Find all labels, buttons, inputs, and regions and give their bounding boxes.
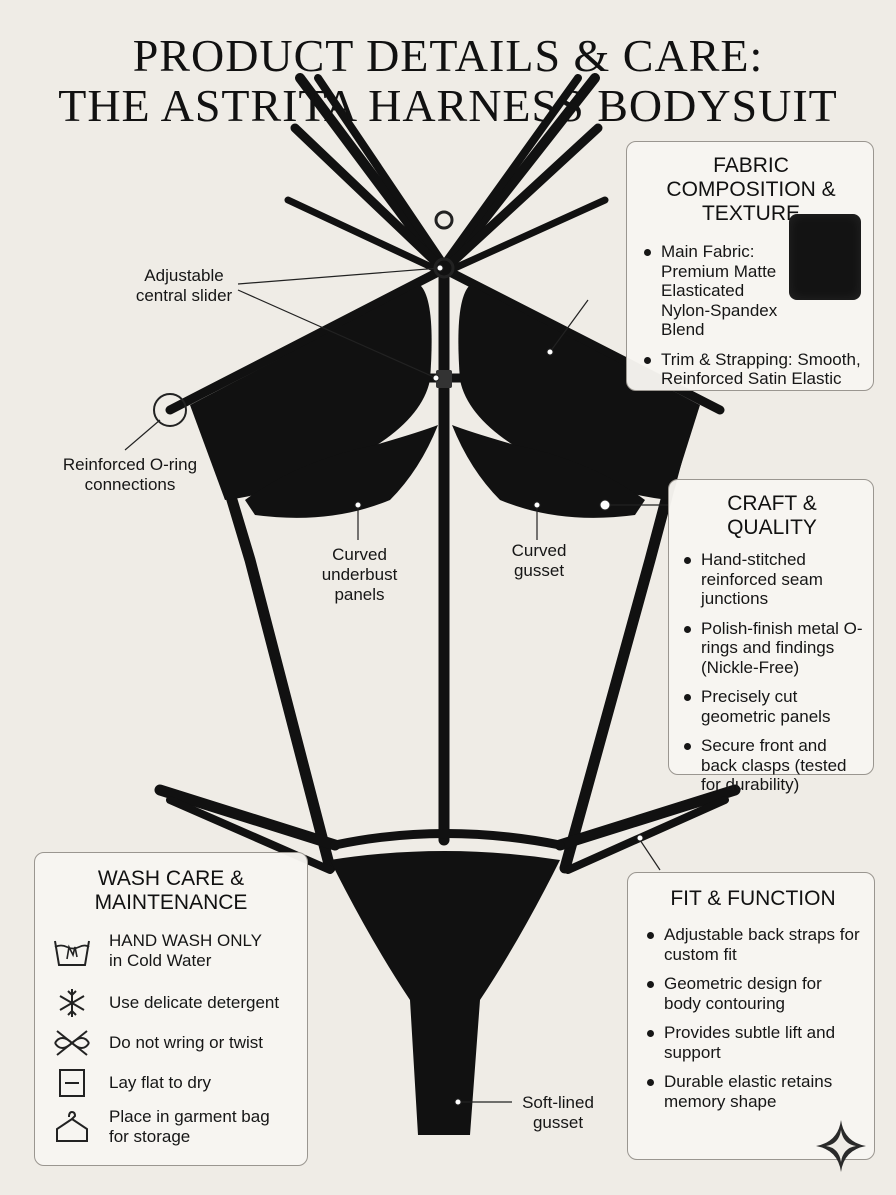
cross-strap-right-b (442, 196, 609, 276)
sparkle-icon (816, 1120, 866, 1172)
wash-item: Lay flat to dry (51, 1065, 211, 1101)
cross-strap-left-b (284, 196, 446, 276)
wash-item: Place in garment bag for storage (51, 1107, 279, 1147)
hand-wash-icon (54, 940, 90, 966)
wash-item-text: Do not wring or twist (109, 1033, 263, 1052)
craft-item: Precisely cut geometric panels (681, 687, 863, 726)
waist-band (330, 829, 565, 850)
fit-item: Geometric design for body contouring (644, 974, 862, 1013)
hip-strap-right (554, 784, 741, 851)
hip-strap-right-lower (564, 796, 729, 874)
craft-item: Polish-finish metal O-rings and findings… (681, 619, 863, 678)
wash-item: Do not wring or twist (51, 1025, 263, 1061)
craft-heading: CRAFT & QUALITY (727, 492, 817, 539)
neck-strap-right-outer (441, 73, 600, 273)
page-title-line-1: PRODUCT DETAILS & CARE: (132, 30, 764, 81)
wash-heading: WASH CARE & MAINTENANCE (94, 867, 248, 914)
wash-item-text: Lay flat to dry (109, 1073, 212, 1092)
garment-bag-icon (56, 1110, 88, 1142)
callout-oring: Reinforced O-ring connections (62, 455, 198, 494)
craft-item: Secure front and back clasps (tested for… (681, 736, 863, 795)
wash-panel: WASH CARE & MAINTENANCE HAND WASH ONLY i… (34, 852, 308, 1166)
callout-slider: Adjustable central slider (135, 266, 233, 305)
do-not-wring-icon (54, 1030, 90, 1056)
fabric-panel: FABRIC COMPOSITION & TEXTURE Main Fabric… (626, 141, 874, 391)
fit-panel: FIT & FUNCTION Adjustable back straps fo… (627, 872, 875, 1160)
page-title-line-2: THE ASTRITA HARNESS BODYSUIT (58, 80, 838, 131)
wash-item-text: HAND WASH ONLY in Cold Water (109, 931, 262, 970)
fit-item: Adjustable back straps for custom fit (644, 925, 862, 964)
wash-item: Use delicate detergent (51, 985, 279, 1021)
fabric-swatch (789, 214, 861, 300)
craft-panel: CRAFT & QUALITY Hand-stitched reinforced… (668, 479, 874, 794)
fabric-heading: FABRIC COMPOSITION & TEXTURE (666, 154, 836, 225)
underbust-panel-left (245, 425, 438, 518)
craft-item: Hand-stitched reinforced seam junctions (681, 550, 863, 609)
snowflake-icon (59, 989, 85, 1017)
fit-item: Provides subtle lift and support (644, 1023, 862, 1062)
neck-strap-right-inner (442, 74, 582, 266)
fit-item: Durable elastic retains memory shape (644, 1072, 862, 1111)
hip-strap-left (154, 784, 341, 851)
brief (330, 851, 560, 1135)
fabric-item: Trim & Strapping: Smooth, Reinforced Sat… (641, 350, 861, 389)
lay-flat-icon (59, 1069, 85, 1097)
underbust-panel-right (452, 425, 645, 518)
wash-item-text: Place in garment bag for storage (109, 1107, 270, 1146)
callout-gusset-curved: Curved gusset (511, 541, 567, 580)
wash-item-text: Use delicate detergent (109, 993, 280, 1012)
fit-heading: FIT & FUNCTION (670, 887, 836, 910)
center-clasp (436, 370, 452, 388)
neck-strap-left-outer (295, 73, 447, 273)
center-o-ring (434, 210, 454, 230)
callout-underbust: Curved underbust panels (321, 545, 398, 604)
neck-strap-left-inner (314, 74, 446, 266)
wash-item: HAND WASH ONLY in Cold Water (51, 931, 279, 971)
fabric-item: Main Fabric: Premium Matte Elasticated N… (641, 242, 791, 340)
callout-gusset-soft: Soft-lined gusset (522, 1093, 594, 1132)
